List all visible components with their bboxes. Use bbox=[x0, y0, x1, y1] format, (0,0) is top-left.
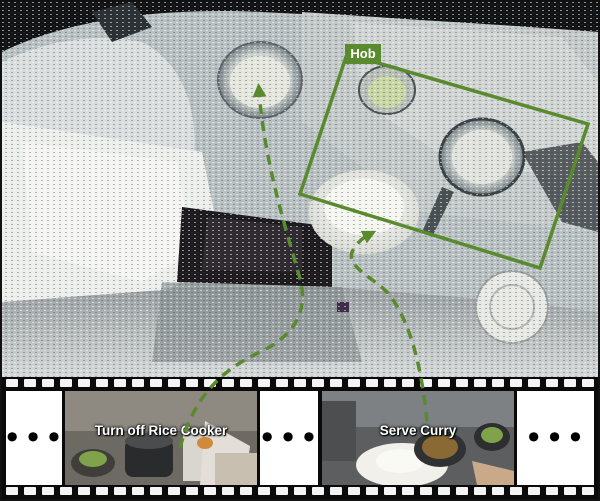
film-perforation bbox=[366, 487, 378, 495]
film-perforation bbox=[528, 379, 540, 387]
kitchen-3d-reconstruction bbox=[2, 2, 598, 377]
film-perforation bbox=[204, 379, 216, 387]
film-perforation bbox=[528, 487, 540, 495]
film-perforation bbox=[546, 379, 558, 387]
filmstrip-bottom-perforations bbox=[2, 487, 598, 497]
film-perforation bbox=[456, 379, 468, 387]
film-perforation bbox=[276, 487, 288, 495]
film-perforation bbox=[24, 487, 36, 495]
film-perforation bbox=[294, 487, 306, 495]
film-perforation bbox=[186, 487, 198, 495]
film-perforation bbox=[366, 379, 378, 387]
ellipsis-right: ••• bbox=[524, 419, 587, 457]
film-perforation bbox=[582, 379, 594, 387]
film-perforation bbox=[42, 487, 54, 495]
ellipsis-left: ••• bbox=[2, 419, 66, 457]
ellipsis-left-cell: ••• bbox=[2, 391, 66, 485]
film-perforation bbox=[258, 487, 270, 495]
film-perforation bbox=[312, 487, 324, 495]
film-perforation bbox=[186, 379, 198, 387]
film-perforation bbox=[168, 379, 180, 387]
rice-cooker-frame-image bbox=[65, 391, 257, 485]
film-perforation bbox=[294, 379, 306, 387]
keyframe-turn-off-rice-cooker: Turn off Rice Cooker bbox=[65, 391, 257, 485]
film-perforation bbox=[96, 379, 108, 387]
keyframe-label: Turn off Rice Cooker bbox=[94, 423, 228, 438]
film-perforation bbox=[60, 379, 72, 387]
ellipsis-middle-cell: ••• bbox=[257, 391, 321, 485]
film-perforation bbox=[420, 379, 432, 387]
film-perforation bbox=[348, 379, 360, 387]
film-perforation bbox=[276, 379, 288, 387]
film-perforation bbox=[168, 487, 180, 495]
film-perforation bbox=[348, 487, 360, 495]
film-perforation bbox=[420, 487, 432, 495]
film-perforation bbox=[582, 487, 594, 495]
film-perforation bbox=[384, 487, 396, 495]
film-perforation bbox=[42, 379, 54, 387]
film-perforation bbox=[132, 379, 144, 387]
film-perforation bbox=[546, 487, 558, 495]
film-perforation bbox=[78, 487, 90, 495]
hob-label: Hob bbox=[345, 44, 381, 64]
film-perforation bbox=[492, 487, 504, 495]
film-perforation bbox=[222, 487, 234, 495]
keyframe-filmstrip: ••• Turn off Rice Cooker ••• bbox=[2, 377, 598, 499]
film-perforation bbox=[474, 379, 486, 387]
film-perforation bbox=[132, 487, 144, 495]
ellipsis-right-cell: ••• bbox=[517, 391, 594, 485]
film-perforation bbox=[330, 379, 342, 387]
film-perforation bbox=[114, 379, 126, 387]
film-perforation bbox=[456, 487, 468, 495]
film-perforation bbox=[510, 487, 522, 495]
film-perforation bbox=[150, 487, 162, 495]
film-perforation bbox=[312, 379, 324, 387]
film-perforation bbox=[384, 379, 396, 387]
film-perforation bbox=[78, 379, 90, 387]
serve-curry-frame-image bbox=[322, 391, 514, 485]
film-perforation bbox=[60, 487, 72, 495]
ellipsis-middle: ••• bbox=[257, 419, 321, 457]
film-perforation bbox=[6, 487, 18, 495]
film-perforation bbox=[222, 379, 234, 387]
film-perforation bbox=[402, 487, 414, 495]
film-perforation bbox=[258, 379, 270, 387]
film-perforation bbox=[240, 379, 252, 387]
film-perforation bbox=[492, 379, 504, 387]
film-perforation bbox=[240, 487, 252, 495]
film-perforation bbox=[6, 379, 18, 387]
film-perforation bbox=[474, 487, 486, 495]
keyframe-label: Serve Curry bbox=[379, 423, 457, 438]
filmstrip-top-perforations bbox=[2, 379, 598, 389]
film-perforation bbox=[114, 487, 126, 495]
film-perforation bbox=[150, 379, 162, 387]
film-perforation bbox=[438, 379, 450, 387]
film-perforation bbox=[510, 379, 522, 387]
film-perforation bbox=[204, 487, 216, 495]
film-perforation bbox=[438, 487, 450, 495]
film-perforation bbox=[330, 487, 342, 495]
film-perforation bbox=[24, 379, 36, 387]
film-perforation bbox=[96, 487, 108, 495]
film-perforation bbox=[402, 379, 414, 387]
keyframe-serve-curry: Serve Curry bbox=[322, 391, 514, 485]
film-perforation bbox=[564, 487, 576, 495]
film-perforation bbox=[564, 379, 576, 387]
